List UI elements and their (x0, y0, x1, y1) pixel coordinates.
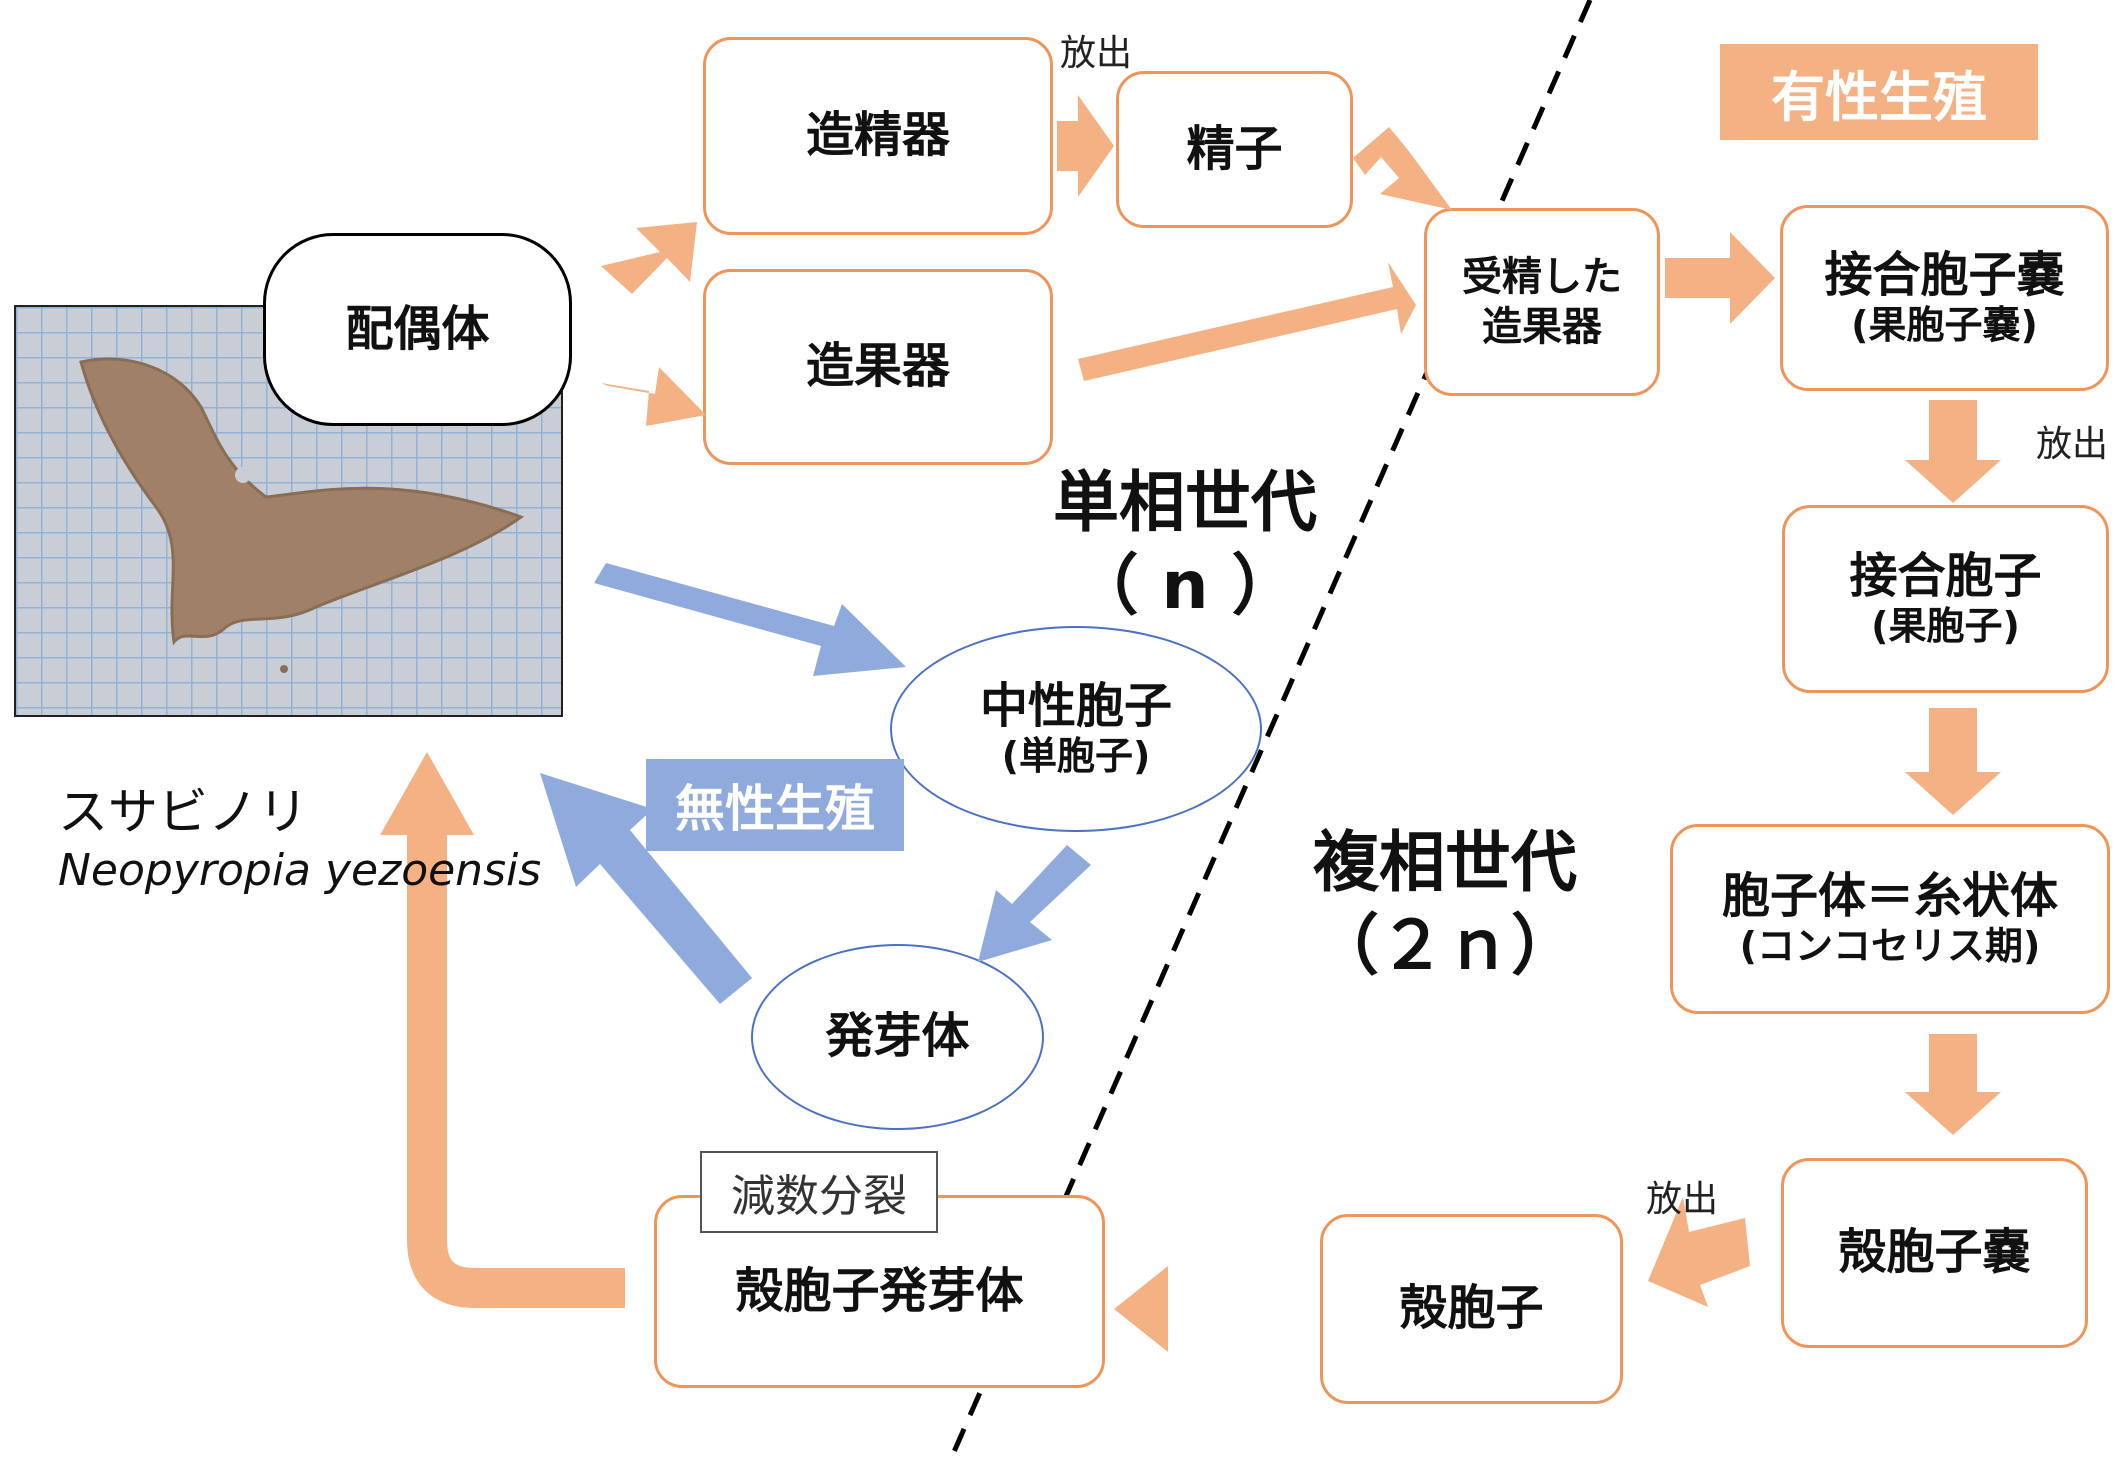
fertilized-carpogonium-node: 受精した 造果器 (1424, 208, 1660, 396)
carpogonium-node: 造果器 (703, 269, 1053, 465)
fertilized-carpogonium-line1: 受精した (1462, 254, 1622, 300)
sporophyte-node: 胞子体＝糸状体 (コンコセリス期) (1670, 824, 2110, 1014)
conchospore-node: 殻胞子 (1320, 1214, 1623, 1404)
gametophyte-node: 配偶体 (263, 233, 572, 426)
germling-node: 発芽体 (751, 944, 1044, 1130)
species-japanese-name: スサビノリ (58, 783, 308, 841)
sporophyte-label: 胞子体＝糸状体 (1721, 867, 2058, 924)
gametophyte-label: 配偶体 (345, 300, 490, 357)
species-latin-name: Neopyropia yezoensis (58, 845, 542, 896)
conchospore-label: 殻胞子 (1399, 1280, 1544, 1337)
conchosporangium-label: 殻胞子嚢 (1838, 1224, 2031, 1281)
nori-thallus-photo (14, 305, 563, 717)
germling-to-gametophyte-arrowhead (380, 752, 474, 835)
zygotosporangium-sublabel: (果胞子嚢) (1851, 302, 2038, 347)
meiosis-label: 減数分裂 (700, 1151, 938, 1233)
release-label-sperm: 放出 (1060, 33, 1133, 74)
conchospore-germling-label: 殻胞子発芽体 (735, 1262, 1024, 1319)
asexual-reproduction-banner: 無性生殖 (646, 759, 904, 851)
fertilized-carpogonium-line2: 造果器 (1482, 304, 1602, 350)
neutral-spore-sublabel: (単胞子) (1001, 733, 1151, 778)
release-label-zygotospore: 放出 (2036, 424, 2109, 465)
antheridium-node: 造精器 (703, 37, 1053, 235)
neutral-spore-node: 中性胞子 (単胞子) (890, 626, 1262, 832)
conchosporangium-node: 殻胞子嚢 (1781, 1158, 2088, 1348)
diploid-generation-line1: 複相世代 (1313, 824, 1577, 901)
germling-label: 発芽体 (825, 1008, 970, 1065)
diploid-generation-label: 複相世代 （２ｎ） (1290, 822, 1600, 987)
sporophyte-sublabel: (コンコセリス期) (1739, 923, 2041, 968)
thallus-shape (79, 357, 525, 673)
release-label-conchospore: 放出 (1646, 1179, 1719, 1220)
zygotosporangium-label: 接合胞子嚢 (1824, 246, 2065, 303)
zygotospore-node: 接合胞子 (果胞子) (1782, 505, 2109, 693)
sperm-node: 精子 (1116, 71, 1353, 228)
haploid-generation-label: 単相世代 （ n ） (1030, 462, 1340, 627)
zygotospore-sublabel: (果胞子) (1871, 603, 2020, 648)
sperm-label: 精子 (1186, 120, 1283, 177)
haploid-generation-line1: 単相世代 (1053, 464, 1317, 541)
zygotosporangium-node: 接合胞子嚢 (果胞子嚢) (1780, 205, 2109, 391)
asexual-reproduction-label: 無性生殖 (675, 780, 875, 838)
zygotospore-label: 接合胞子 (1849, 547, 2042, 604)
neutral-spore-label: 中性胞子 (979, 677, 1172, 734)
germling-to-gametophyte-arrow (407, 835, 625, 1308)
antheridium-label: 造精器 (805, 107, 950, 164)
sexual-reproduction-label: 有性生殖 (1771, 65, 1987, 129)
sexual-reproduction-banner: 有性生殖 (1720, 44, 2038, 140)
diploid-generation-line2: （２ｎ） (1313, 906, 1577, 984)
haploid-generation-line2: （ n ） (1072, 546, 1298, 624)
carpogonium-label: 造果器 (805, 338, 950, 395)
